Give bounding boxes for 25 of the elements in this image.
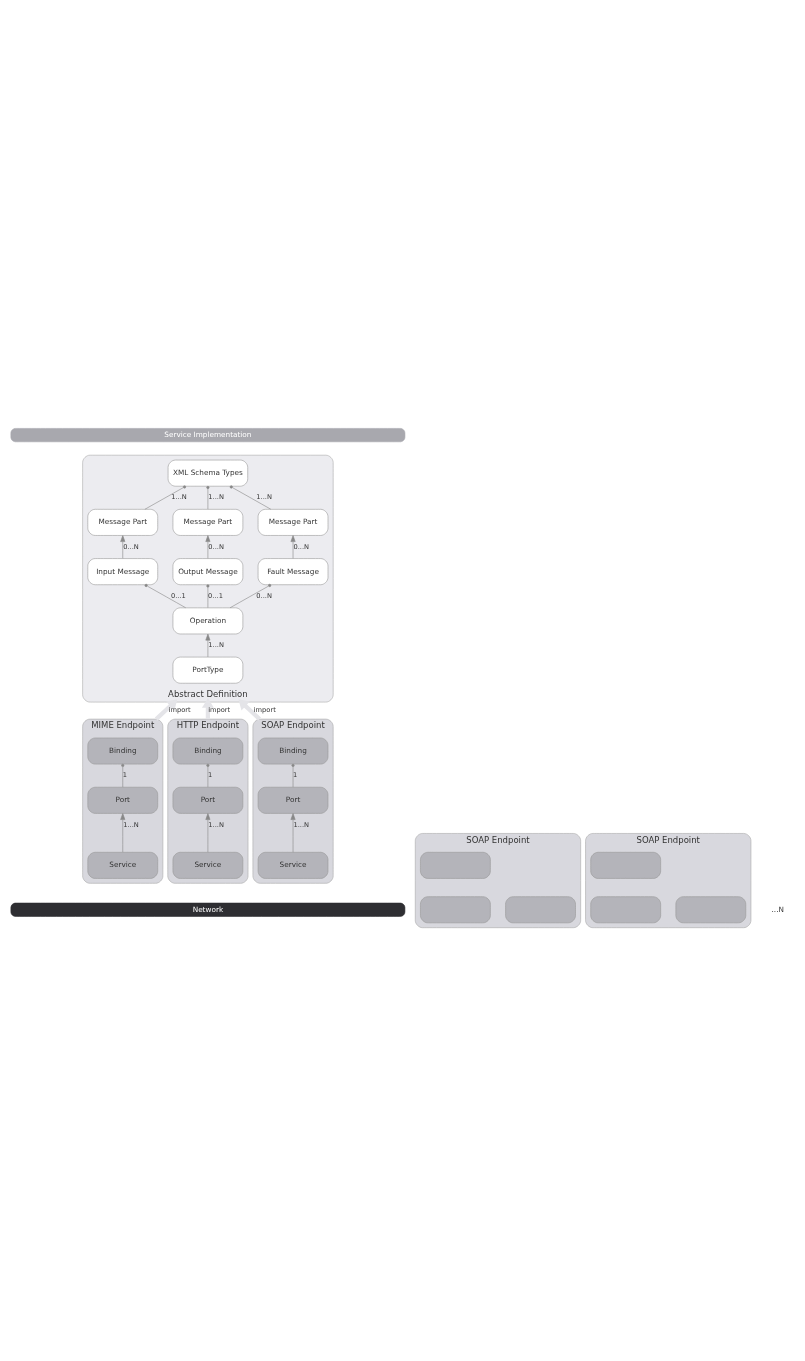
cluster: SOAP Endpoint — [585, 833, 752, 928]
connector — [144, 485, 187, 510]
connector — [121, 763, 125, 788]
arrow — [120, 813, 126, 853]
arrow — [154, 699, 178, 721]
connector — [144, 583, 187, 609]
node-box — [505, 896, 576, 924]
node-box — [420, 896, 491, 924]
arrow — [290, 535, 296, 559]
arrow — [205, 813, 211, 853]
node-box — [590, 896, 661, 924]
arrow — [120, 535, 126, 559]
node-box — [590, 852, 661, 879]
node-box — [675, 896, 747, 924]
connector — [206, 763, 210, 788]
node-box — [420, 852, 491, 879]
connector — [229, 583, 272, 609]
arrow — [238, 699, 262, 721]
connector — [206, 485, 210, 510]
arrow — [205, 535, 211, 559]
cluster: SOAP Endpoint — [414, 833, 581, 928]
connector — [206, 584, 210, 608]
arrow — [205, 633, 211, 658]
connector — [229, 485, 272, 510]
arrow — [290, 813, 296, 853]
